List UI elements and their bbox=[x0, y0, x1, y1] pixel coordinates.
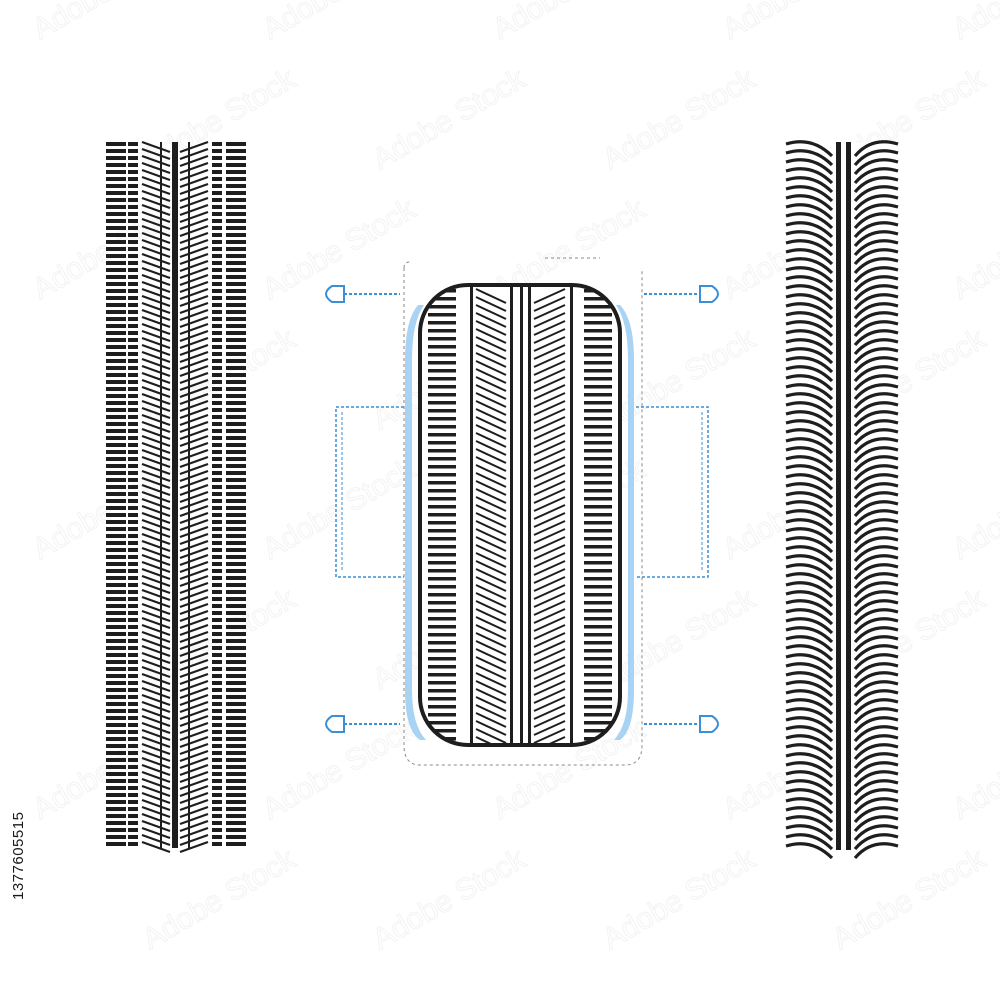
inner-groove bbox=[188, 142, 190, 848]
center-groove bbox=[172, 142, 178, 848]
watermark-text: Adobe Stock bbox=[597, 842, 762, 956]
inner-groove bbox=[160, 142, 162, 848]
width-bracket-right bbox=[636, 406, 709, 578]
watermark-text: Adobe Stock bbox=[947, 0, 1000, 46]
watermark-text: Adobe Stock bbox=[717, 0, 882, 46]
watermark-text: Adobe Stock bbox=[27, 0, 192, 46]
watermark-text: Adobe Stock bbox=[947, 192, 1000, 306]
tire-sidewall-left bbox=[405, 305, 426, 740]
left-tire-track bbox=[106, 140, 246, 854]
watermark-text: Adobe Stock bbox=[597, 62, 762, 176]
pin-marker-top-right bbox=[644, 285, 719, 303]
stock-id-label: 1377605515 bbox=[10, 811, 27, 900]
watermark-text: Adobe Stock bbox=[947, 712, 1000, 826]
watermark-text: Adobe Stock bbox=[257, 0, 422, 46]
center-groove bbox=[846, 142, 851, 850]
watermark-text: Adobe Stock bbox=[947, 452, 1000, 566]
tire-diagram bbox=[325, 257, 719, 766]
tire-tread-pattern bbox=[428, 285, 612, 745]
watermark-text: Adobe Stock bbox=[367, 842, 532, 956]
watermark-text: Adobe Stock bbox=[257, 452, 422, 566]
watermark-text: Adobe Stock bbox=[487, 0, 652, 46]
width-bracket-left bbox=[335, 406, 404, 578]
center-groove bbox=[836, 142, 841, 850]
tire-sidewall-right bbox=[614, 305, 634, 740]
right-tire-track bbox=[785, 140, 899, 860]
pin-marker-bottom-left bbox=[325, 715, 400, 733]
tire-outline-guide bbox=[403, 268, 643, 766]
tire-top-guide bbox=[403, 257, 600, 269]
watermark-text: Adobe Stock bbox=[137, 842, 302, 956]
watermark-text: Adobe Stock bbox=[367, 62, 532, 176]
pin-marker-top-left bbox=[325, 285, 400, 303]
watermark-text: Adobe Stock bbox=[827, 842, 992, 956]
pin-marker-bottom-right bbox=[644, 715, 719, 733]
